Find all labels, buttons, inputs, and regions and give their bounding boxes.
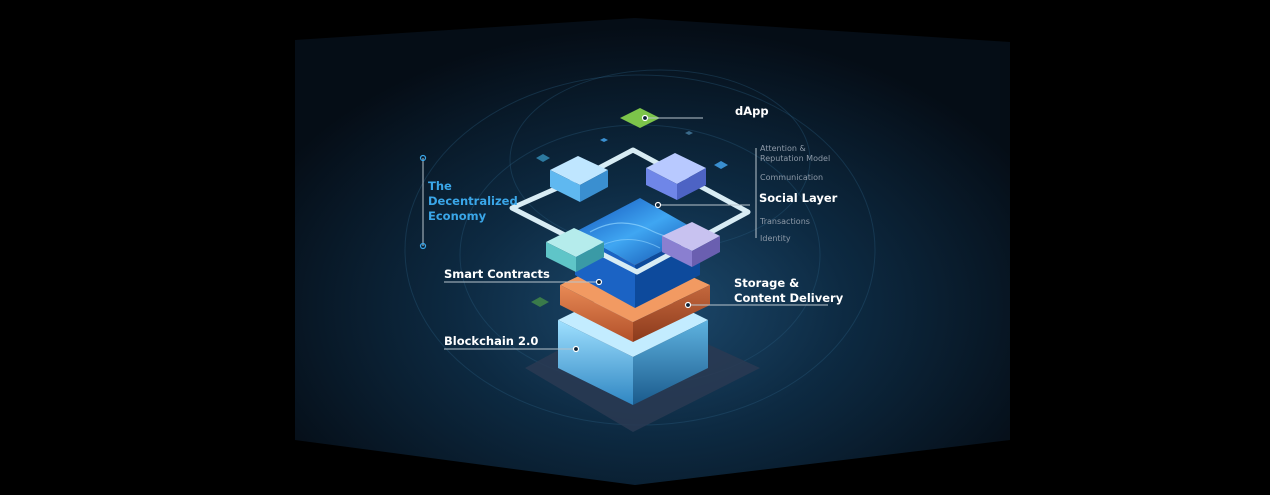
social-layer-label: Social Layer (759, 191, 838, 205)
economy-bracket-dots (419, 154, 427, 250)
economy-label-2: Decentralized (428, 194, 518, 208)
social-sub-transactions: Transactions (759, 217, 810, 226)
storage-label-2: Content Delivery (734, 291, 844, 305)
dapp-label: dApp (735, 104, 769, 118)
blockchain-label: Blockchain 2.0 (444, 334, 538, 348)
storage-label-1: Storage & (734, 276, 799, 290)
dapp-diamond (620, 108, 660, 128)
cube-mid-left (546, 228, 604, 272)
cube-top-right (646, 153, 706, 200)
cube-top-left (550, 156, 608, 202)
social-sub-identity: Identity (760, 234, 791, 243)
economy-label-1: The (428, 179, 452, 193)
smart-contracts-label: Smart Contracts (444, 267, 550, 281)
economy-label-3: Economy (428, 209, 487, 223)
social-sub-reputation: Reputation Model (760, 154, 830, 163)
social-sub-communication: Communication (760, 173, 823, 182)
social-sub-attention: Attention & (760, 144, 806, 153)
cube-mid-right (662, 222, 720, 267)
anchor-dots (572, 114, 692, 353)
floating-particles (531, 131, 728, 307)
leader-lines (422, 117, 828, 350)
